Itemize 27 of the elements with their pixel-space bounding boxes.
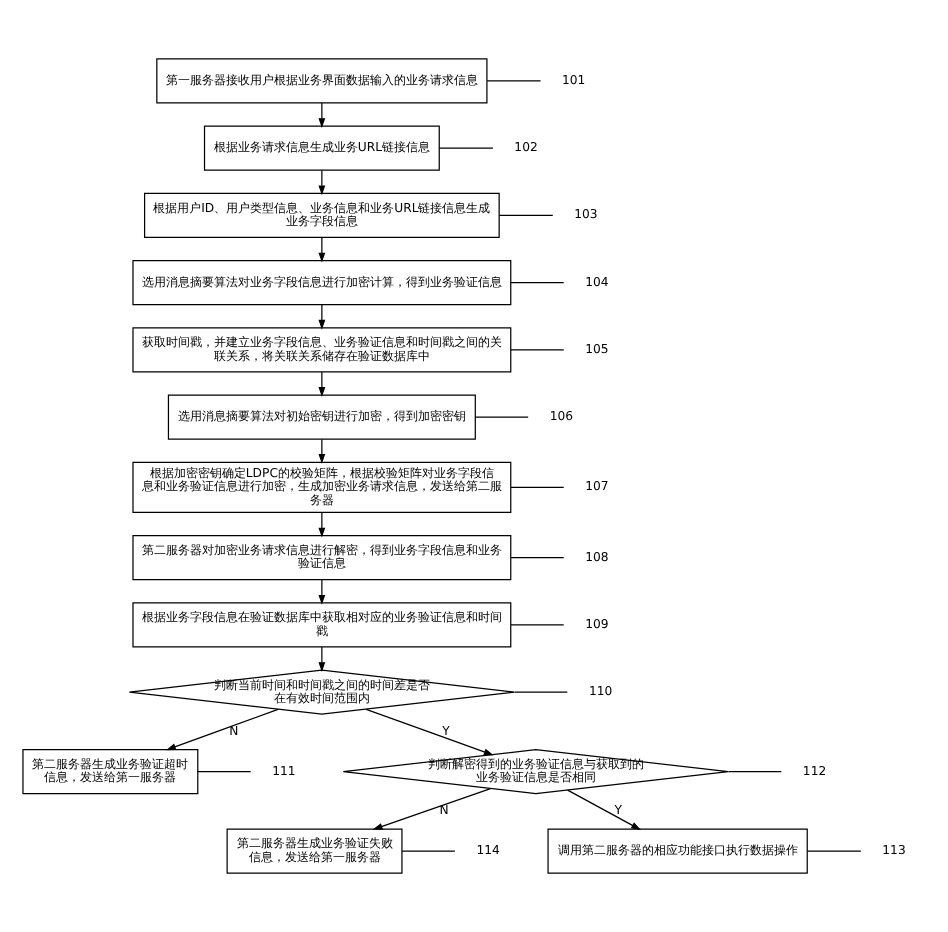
connector [485, 80, 541, 82]
connector [196, 771, 251, 773]
connector [513, 691, 567, 693]
connector [805, 850, 861, 852]
connector [497, 214, 553, 216]
connector [509, 557, 564, 559]
arrow [364, 708, 493, 756]
arrow [566, 789, 640, 830]
arrow [317, 579, 325, 605]
arrow [317, 371, 325, 397]
arrow [165, 708, 278, 751]
arrow [317, 304, 325, 330]
connector [509, 624, 564, 626]
arrow [317, 169, 325, 196]
connector [509, 486, 564, 488]
arrow [317, 512, 325, 538]
arrow [317, 438, 325, 464]
connector [437, 147, 493, 149]
connector [509, 282, 564, 284]
connector [509, 349, 564, 351]
arrow [371, 788, 491, 830]
connector [726, 771, 781, 773]
connector [473, 416, 528, 418]
arrow [317, 102, 325, 128]
connector [400, 850, 455, 852]
arrow [317, 236, 325, 263]
arrow [317, 646, 325, 672]
